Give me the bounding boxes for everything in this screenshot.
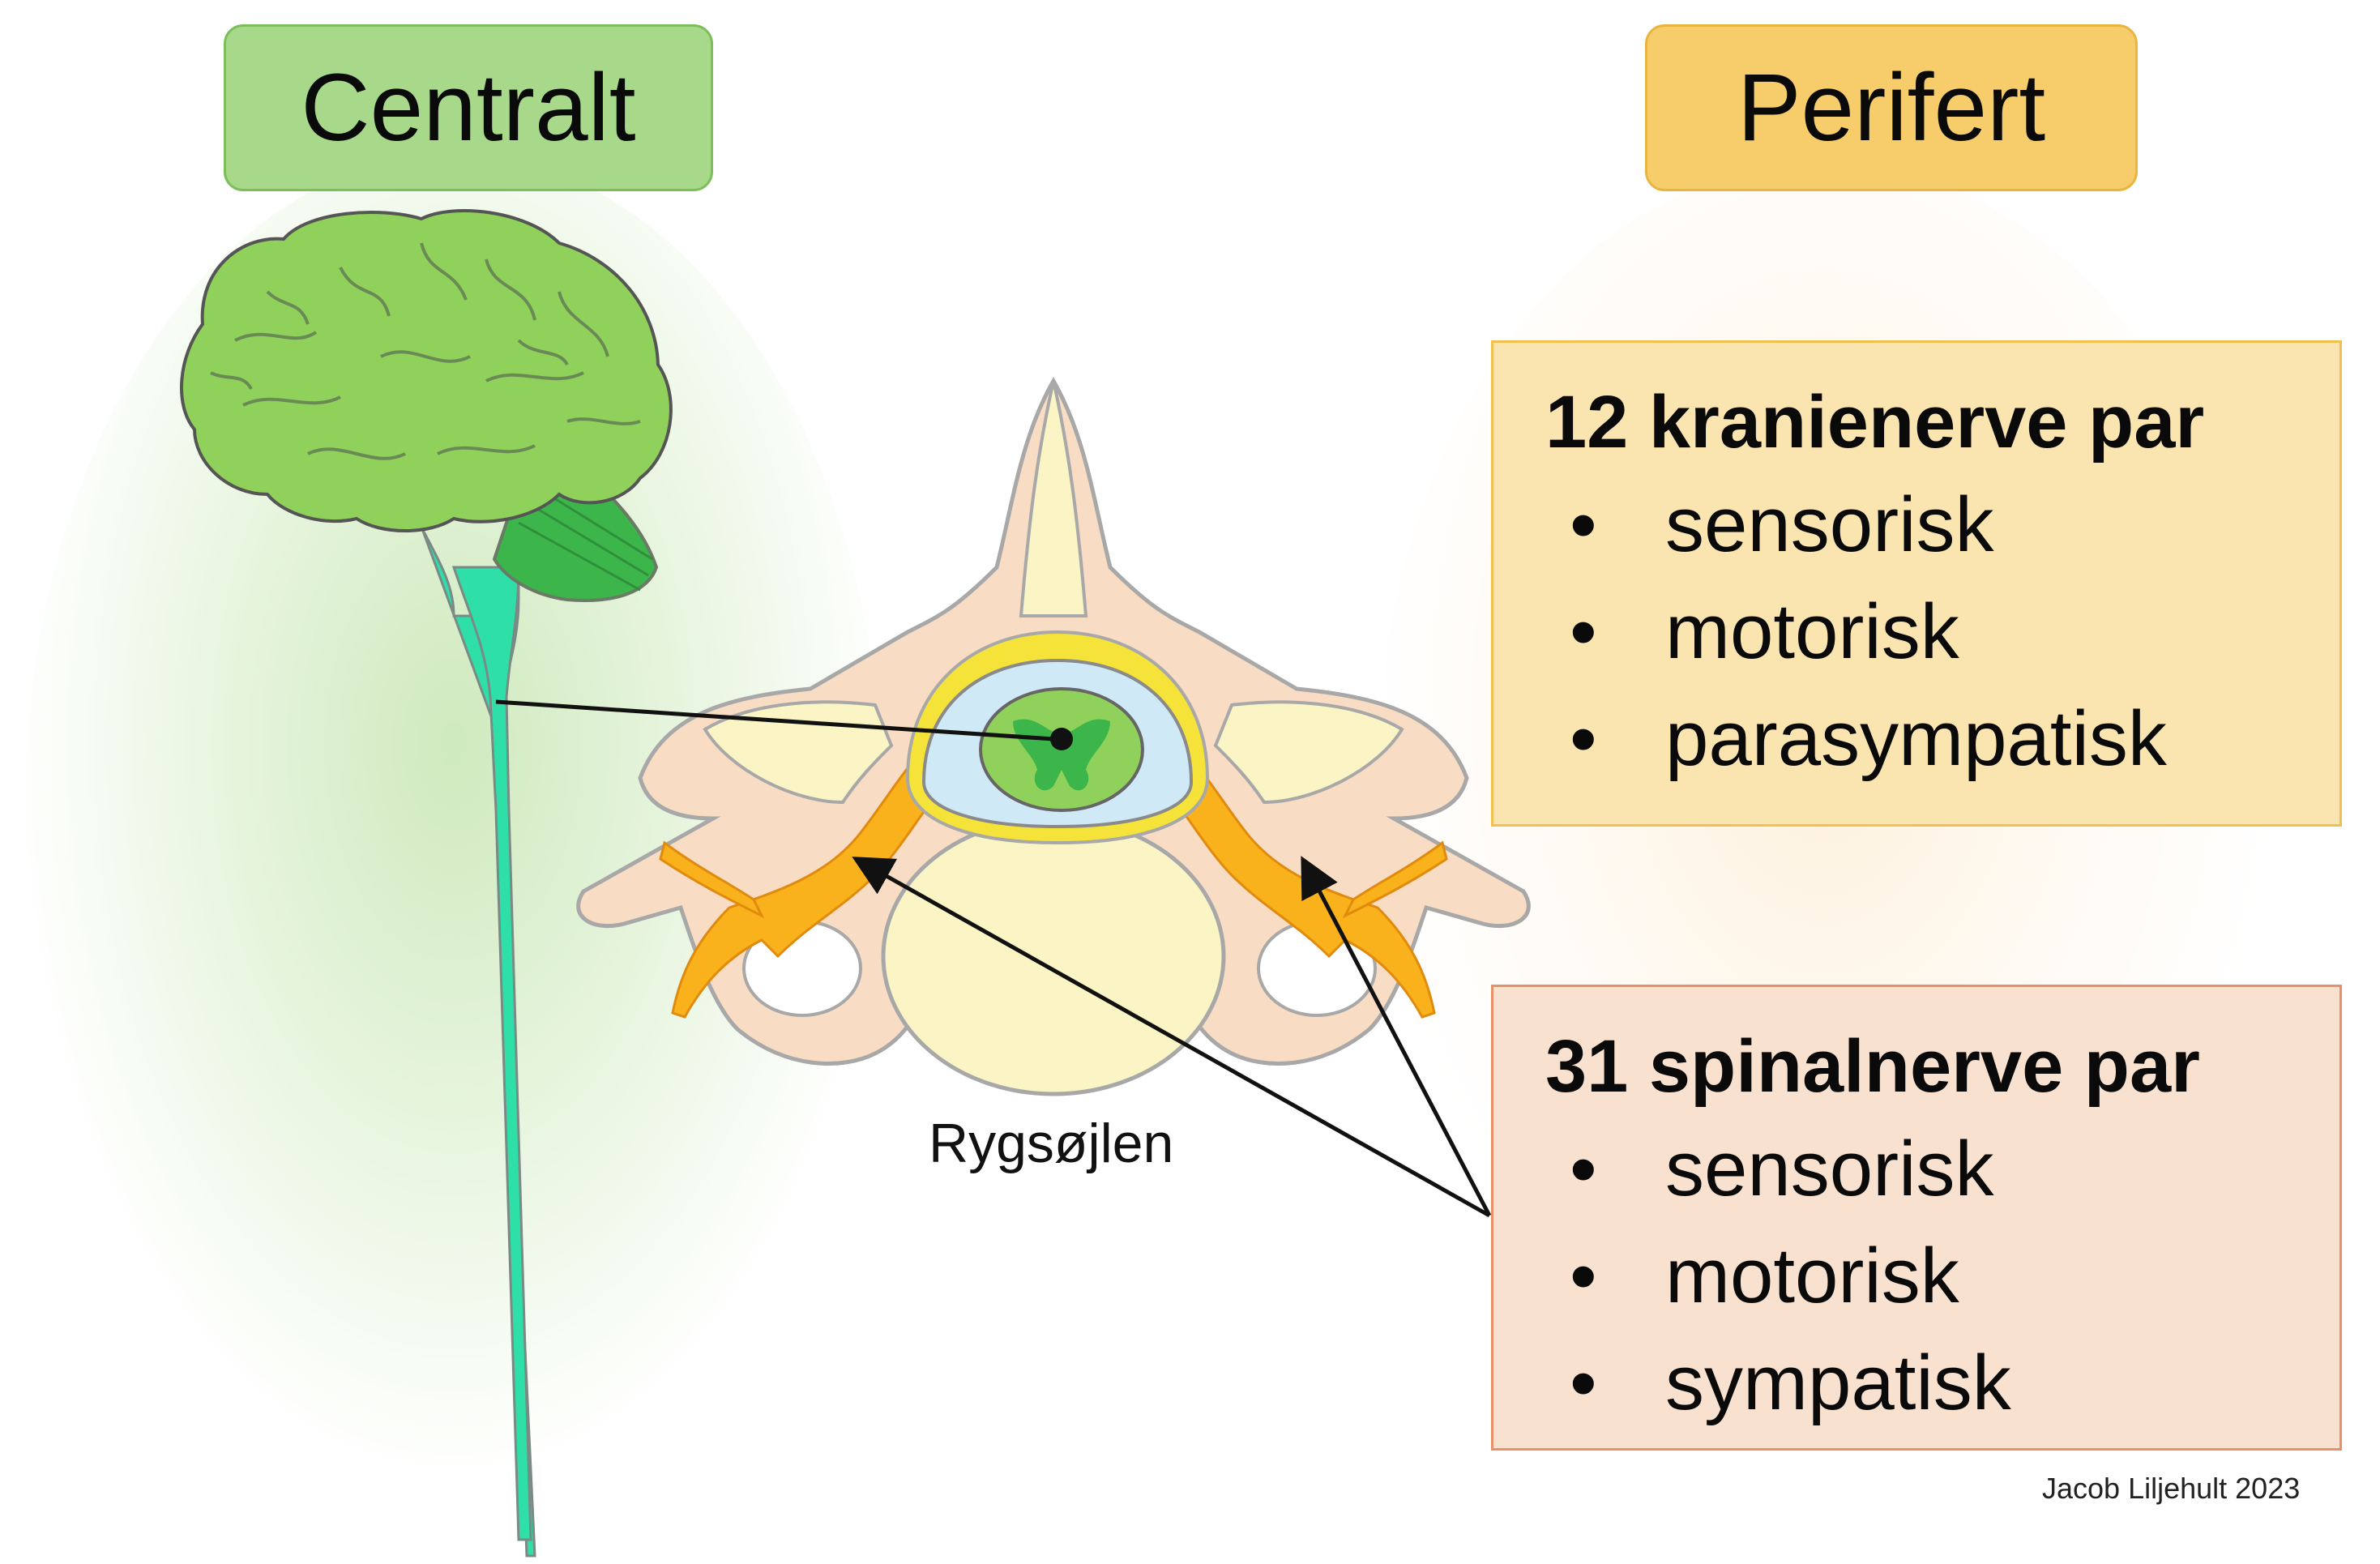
list-item-text: sympatisk — [1665, 1339, 2011, 1426]
peripheral-label-text: Perifert — [1737, 54, 2046, 161]
left-spinal-nerve-arrow — [852, 857, 1491, 1218]
spinal-cord — [420, 526, 536, 1558]
list-item-text: sensorisk — [1665, 481, 1994, 568]
spinal-nerves-title: 31 spinalnerve par — [1545, 1025, 2200, 1108]
list-item: • parasympatisk — [1545, 686, 2339, 793]
list-item: • motorisk — [1545, 1223, 2339, 1330]
list-item-text: motorisk — [1665, 588, 1959, 675]
list-item-text: sensorisk — [1665, 1125, 1994, 1212]
brain — [180, 209, 673, 602]
spinal-canal — [905, 630, 1210, 845]
spinal-cord-pointer — [495, 699, 1054, 741]
spinal-nerves-box: 31 spinalnerve par • sensorisk • motorisk … — [1491, 985, 2342, 1451]
list-item: • sympatisk — [1545, 1330, 2339, 1437]
central-label-text: Centralt — [301, 54, 636, 161]
credit: Jacob Liljehult 2023 — [2042, 1472, 2301, 1505]
bullet: • — [1570, 1125, 1597, 1212]
list-item-text: motorisk — [1665, 1232, 1959, 1319]
bullet: • — [1570, 481, 1597, 568]
bullet: • — [1570, 588, 1597, 675]
spine-label: Rygsøjlen — [929, 1113, 1174, 1174]
bullet: • — [1570, 1232, 1597, 1319]
cranial-nerves-box: 12 kranienerve par • sensorisk • motorisk … — [1491, 340, 2342, 827]
bullet: • — [1570, 694, 1597, 782]
list-item: • sensorisk — [1545, 472, 2339, 579]
central-label: Centralt — [224, 24, 713, 191]
right-spinal-nerve-arrow — [1301, 856, 1492, 1217]
list-item: • sensorisk — [1545, 1116, 2339, 1223]
cranial-nerves-list: • sensorisk • motorisk • parasympatisk — [1545, 472, 2339, 793]
spinal-cord-marker — [1050, 728, 1073, 750]
list-item: • motorisk — [1545, 579, 2339, 686]
list-item-text: parasympatisk — [1665, 694, 2167, 782]
peripheral-label: Perifert — [1645, 24, 2138, 191]
bullet: • — [1570, 1339, 1597, 1426]
cranial-nerves-title: 12 kranienerve par — [1545, 381, 2205, 464]
spinal-nerves-list: • sensorisk • motorisk • sympatisk — [1545, 1116, 2339, 1437]
